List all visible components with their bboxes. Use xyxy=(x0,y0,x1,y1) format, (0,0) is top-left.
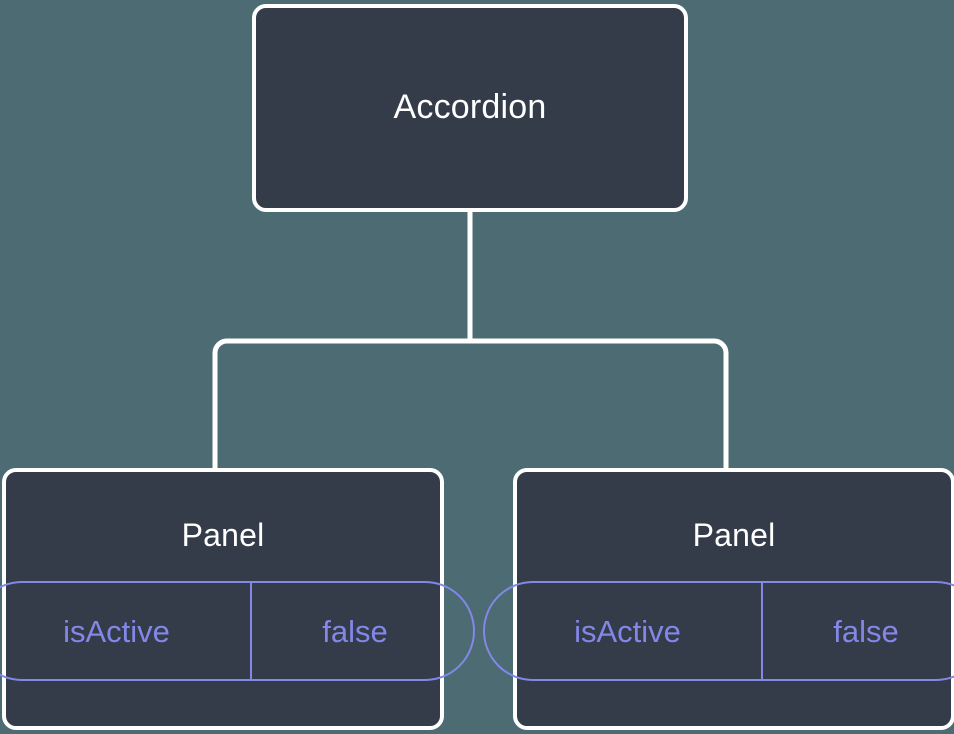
edge-branch xyxy=(212,338,729,468)
state-pill-1-key: isActive xyxy=(63,613,170,649)
node-panel-1[interactable]: Panel isActive false xyxy=(0,468,475,730)
node-panel-1-label: Panel xyxy=(181,517,265,553)
state-pill-2[interactable]: isActive false xyxy=(482,581,954,682)
state-pill-2-value: false xyxy=(833,613,899,649)
state-pill-1-key-cell: isActive xyxy=(0,583,252,680)
state-pill-1[interactable]: isActive false xyxy=(0,581,475,682)
node-panel-2[interactable]: Panel isActive false xyxy=(482,468,954,730)
state-pill-2-key-cell: isActive xyxy=(485,583,763,680)
state-pill-2-value-cell: false xyxy=(763,583,954,679)
node-panel-2-label: Panel xyxy=(692,517,776,553)
state-pill-1-value: false xyxy=(322,613,388,649)
state-pill-1-value-cell: false xyxy=(252,583,473,679)
node-accordion[interactable]: Accordion xyxy=(252,4,688,212)
node-accordion-label: Accordion xyxy=(393,88,547,127)
state-pill-2-key: isActive xyxy=(574,613,681,649)
